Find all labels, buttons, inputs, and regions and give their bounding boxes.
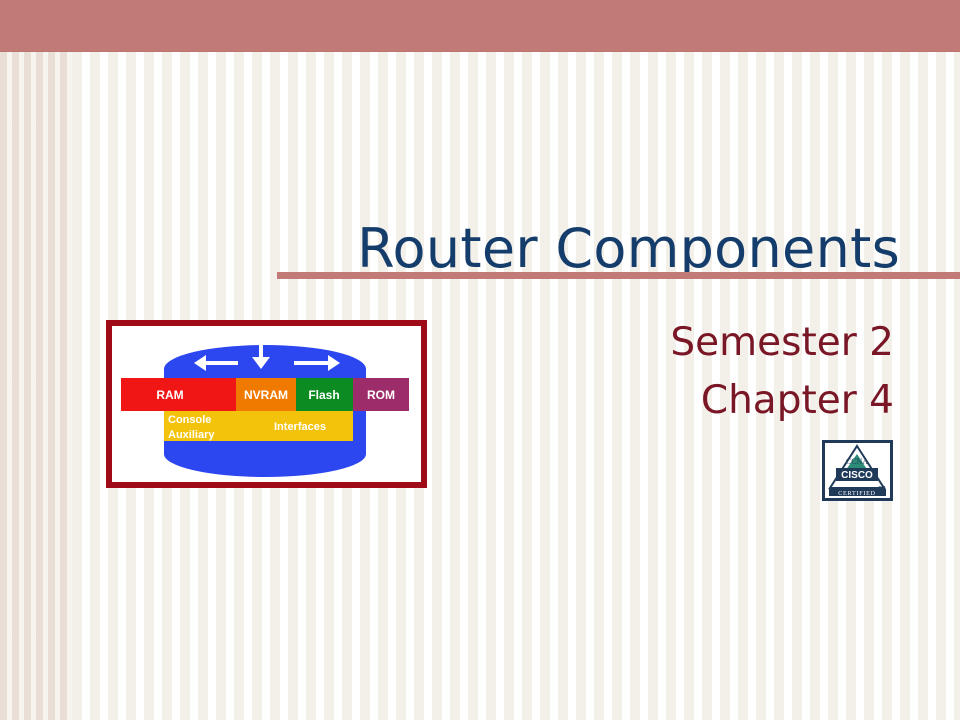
auxiliary-label: Auxiliary: [168, 429, 215, 441]
router-components-diagram: RAM NVRAM Flash ROM Console Auxiliary In…: [106, 320, 427, 488]
auxiliary-block: [164, 426, 248, 441]
slide-title: Router Components: [357, 217, 900, 281]
right-arrow-icon: [328, 355, 340, 371]
interfaces-block: [248, 411, 353, 441]
left-stripe-pattern: [0, 52, 72, 720]
nvram-block: [236, 378, 296, 411]
slide-subtitle: Semester 2 Chapter 4: [560, 314, 894, 429]
console-label: Console: [168, 414, 211, 426]
badge-brand-text: CISCO: [841, 470, 873, 481]
interfaces-label: Interfaces: [274, 421, 326, 433]
title-divider: [277, 272, 960, 279]
top-band: [0, 0, 960, 52]
cisco-bar: [836, 468, 878, 481]
nvram-label: NVRAM: [244, 388, 288, 402]
router-bottom-ellipse: [164, 431, 366, 477]
rom-block: [353, 378, 409, 411]
badge-bottom-bar: [829, 489, 886, 496]
chapter-label: Chapter 4: [700, 377, 894, 423]
left-arrow-icon: [194, 355, 206, 371]
console-block: [164, 411, 248, 426]
cisco-certification-badge: CCNA CISCO TM CERTIFIED: [822, 440, 893, 501]
flash-block: [296, 378, 353, 411]
router-diagram-svg: RAM NVRAM Flash ROM Console Auxiliary In…: [121, 336, 409, 477]
cisco-badge-svg: CCNA CISCO TM CERTIFIED: [825, 443, 890, 498]
rom-label: ROM: [367, 388, 395, 402]
flash-label: Flash: [308, 388, 339, 402]
ram-block: [121, 378, 236, 411]
badge-top-text: CCNA: [846, 457, 868, 466]
semester-label: Semester 2: [670, 320, 894, 365]
badge-bottom-text: CERTIFIED: [838, 491, 876, 497]
ram-label: RAM: [156, 388, 183, 402]
down-arrow-icon: [252, 357, 270, 369]
